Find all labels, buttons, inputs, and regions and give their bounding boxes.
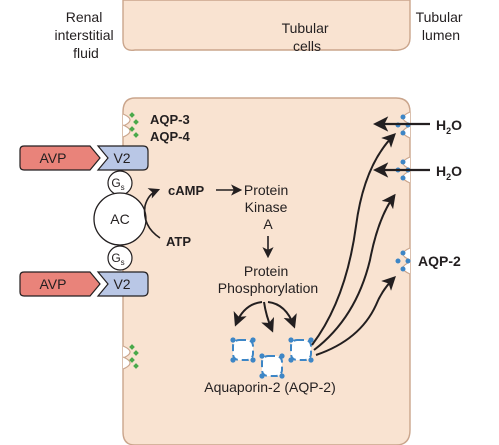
v2-receptor-bottom <box>96 271 149 297</box>
protein-kinase-a-label: Protein Kinase A <box>244 182 292 232</box>
avp-ligand-bottom <box>19 271 101 297</box>
aquaporin-2-label: Aquaporin-2 (AQP-2) <box>204 379 336 395</box>
gs-bottom-sub: s <box>121 258 125 267</box>
v2-label-bottom: V2 <box>113 276 130 292</box>
tubular-lumen-label: Tubular lumen <box>416 9 467 43</box>
aqp3-aqp4-channel <box>122 112 139 138</box>
interstitial-label: Renal interstitial fluid <box>54 9 117 61</box>
gs-protein-top: Gs <box>107 170 133 196</box>
phos-arrow-right <box>267 301 297 329</box>
ac-label: AC <box>110 211 129 227</box>
gs-bottom-label: G <box>111 251 120 265</box>
tubular-cells-label: Tubular cells <box>282 20 333 54</box>
svg-text:Gs: Gs <box>111 251 124 267</box>
phos-arrow-left <box>233 301 263 327</box>
avp-label-bottom: AVP <box>40 276 67 292</box>
aqp4-label: AQP-4 <box>150 129 191 144</box>
gs-top-label: G <box>111 176 120 190</box>
trafficking-arrow-top <box>311 133 396 346</box>
main-tubular-cell <box>122 97 411 445</box>
avp-label-top: AVP <box>40 150 67 166</box>
aqp2-vesicle-left <box>230 337 256 363</box>
phos-arrow-middle <box>261 301 275 333</box>
v2-receptor-top <box>96 145 149 171</box>
aqp2-vesicle-middle <box>259 353 285 379</box>
gs-protein-bottom: Gs <box>107 245 133 271</box>
svg-text:Gs: Gs <box>111 176 124 192</box>
gs-top-sub: s <box>121 183 125 192</box>
avp-v2-receptor-bottom: AVP V2 <box>19 271 149 297</box>
trafficking-arrow-middle <box>313 193 396 351</box>
aqp3-label: AQP-3 <box>150 112 190 127</box>
water-label-middle: H2O <box>436 163 462 182</box>
aqp2-apical-label: AQP-2 <box>418 253 461 269</box>
avp-ligand-top <box>19 145 101 171</box>
aqp2-vesicle-right <box>288 337 314 363</box>
camp-label: cAMP <box>168 183 204 198</box>
protein-phosphorylation-label: Protein Phosphorylation <box>218 263 318 296</box>
water-label-top: H2O <box>436 117 462 136</box>
v2-label-top: V2 <box>113 150 130 166</box>
atp-to-camp-arrow <box>143 188 161 239</box>
adenylyl-cyclase: AC <box>93 192 147 246</box>
apical-aqp2-channel-bottom <box>395 247 411 275</box>
upper-tubular-cell <box>122 0 411 51</box>
avp-v2-receptor-top: AVP V2 <box>19 145 149 171</box>
atp-label: ATP <box>166 234 191 249</box>
trafficking-arrow-bottom <box>315 276 396 356</box>
basolateral-channel-bottom <box>122 344 139 370</box>
